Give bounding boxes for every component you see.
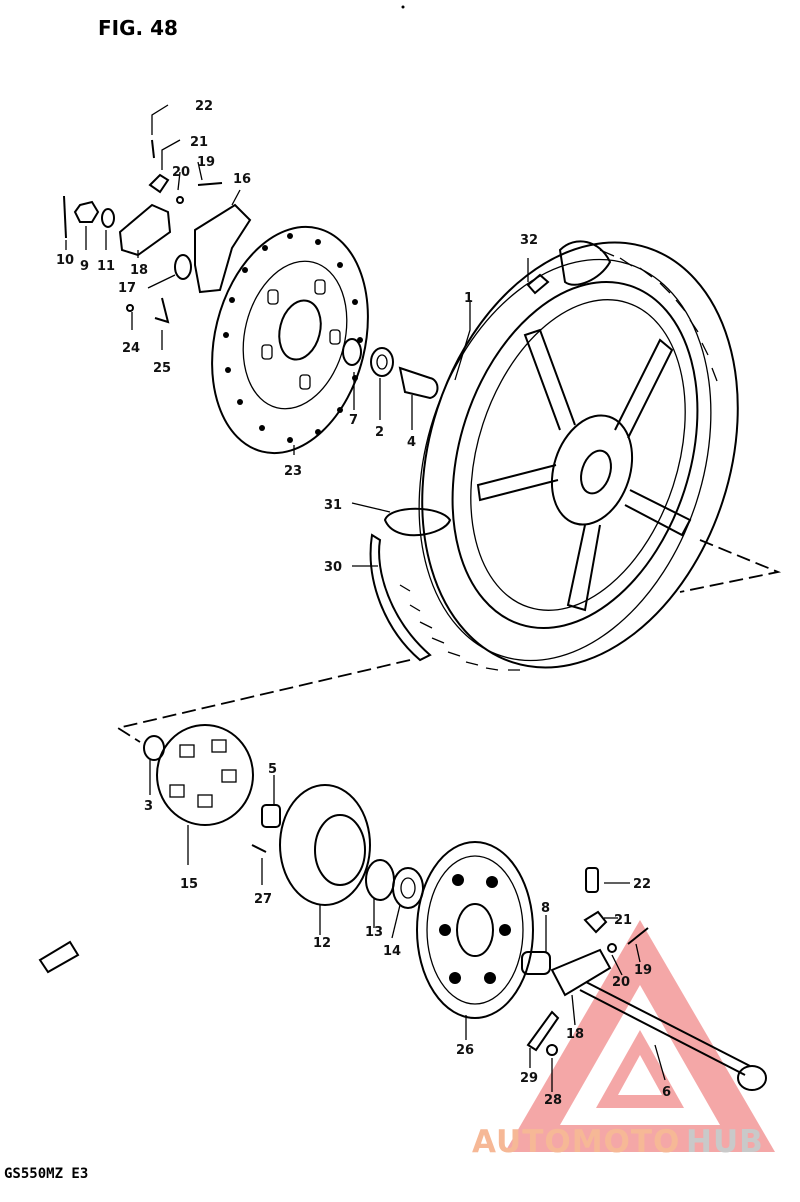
- callout-17: 17: [118, 281, 136, 296]
- cush-drive-damper: [143, 724, 254, 826]
- callout-16: 16: [233, 172, 251, 187]
- callout-14: 14: [383, 944, 401, 959]
- assembly-plane-outline: [115, 539, 782, 743]
- callout-13: 13: [365, 925, 383, 940]
- watermark: AUTOMOTO HUB: [472, 920, 775, 1160]
- rear-axle-parts: [38, 867, 767, 1091]
- callout-28: 28: [544, 1093, 562, 1108]
- callout-4: 4: [407, 435, 416, 450]
- callout-10: 10: [56, 253, 74, 268]
- callout-23: 23: [284, 464, 302, 479]
- callout-20-upper: 20: [172, 165, 190, 180]
- callout-18-lower: 18: [566, 1027, 584, 1042]
- callout-5: 5: [268, 762, 277, 777]
- callout-12: 12: [313, 936, 331, 951]
- callout-15: 15: [180, 877, 198, 892]
- callout-24: 24: [122, 341, 140, 356]
- callout-19-upper: 19: [197, 155, 215, 170]
- callout-3: 3: [144, 799, 153, 814]
- callout-6: 6: [662, 1085, 671, 1100]
- inner-tube: [369, 240, 612, 662]
- leader-lines: [65, 104, 666, 1092]
- callout-11: 11: [97, 259, 115, 274]
- callout-1: 1: [464, 291, 473, 306]
- callout-30: 30: [324, 560, 342, 575]
- callout-21-lower: 21: [614, 913, 632, 928]
- model-code: GS550MZ E3: [4, 1166, 88, 1182]
- callout-21-upper: 21: [190, 135, 208, 150]
- callout-31: 31: [324, 498, 342, 513]
- callout-19-lower: 19: [634, 963, 652, 978]
- watermark-text-automoto: AUTOMOTO: [472, 1124, 680, 1160]
- sprocket-drum: [251, 784, 424, 909]
- callout-32: 32: [520, 233, 538, 248]
- callout-20-lower: 20: [612, 975, 630, 990]
- callout-26: 26: [456, 1043, 474, 1058]
- callout-2: 2: [375, 425, 384, 440]
- rear-sprocket: [416, 841, 534, 1019]
- front-axle-parts: [342, 338, 439, 400]
- callout-7: 7: [349, 413, 358, 428]
- callout-22-lower: 22: [633, 877, 651, 892]
- callout-29: 29: [520, 1071, 538, 1086]
- callout-labels: 22 21 20 19 16 10 9 11 18 17 24 25 23 7 …: [56, 99, 671, 1108]
- upper-hardware: [63, 139, 252, 324]
- brake-disc: [211, 225, 369, 455]
- rear-wheel: [399, 241, 739, 671]
- watermark-text-hub: HUB: [686, 1124, 764, 1160]
- callout-22-upper: 22: [195, 99, 213, 114]
- callout-18-upper: 18: [130, 263, 148, 278]
- callout-8: 8: [541, 901, 550, 916]
- callout-27: 27: [254, 892, 272, 907]
- callout-25: 25: [153, 361, 171, 376]
- callout-9: 9: [80, 259, 89, 274]
- figure-title: FIG. 48: [98, 16, 178, 40]
